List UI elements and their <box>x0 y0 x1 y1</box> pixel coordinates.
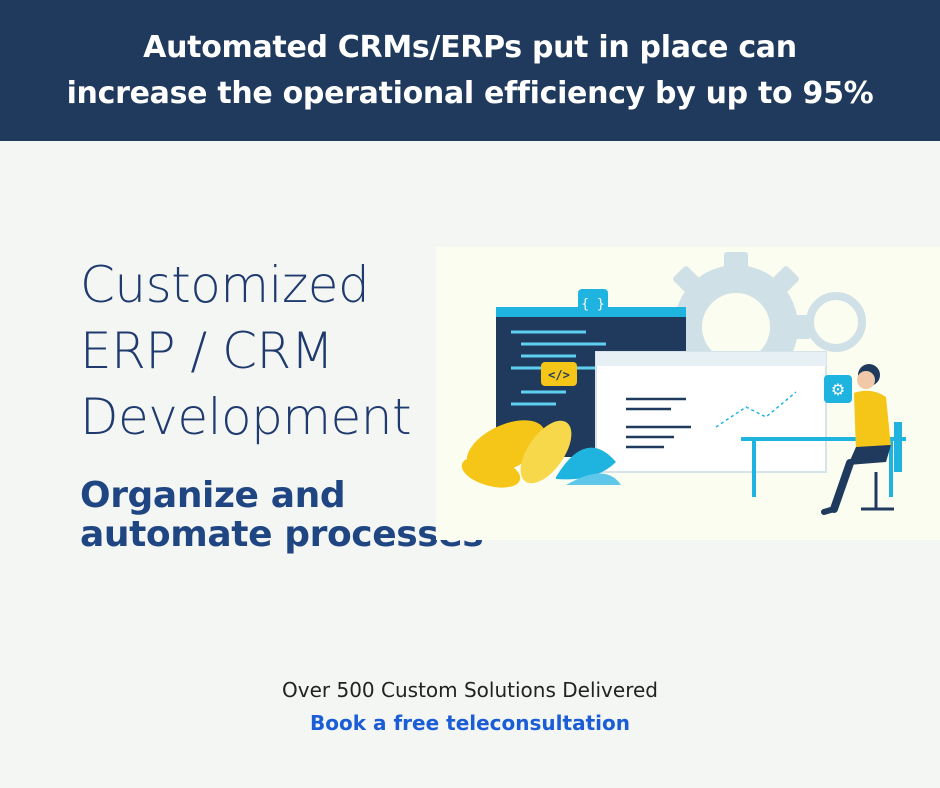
settings-badge-icon <box>824 375 852 403</box>
banner-line-2: increase the operational efficiency by u… <box>66 75 874 111</box>
subtitle-line-2: automate processes <box>80 514 484 555</box>
book-teleconsultation-link[interactable]: Book a free teleconsultation <box>310 711 630 735</box>
tag-badge-icon <box>541 362 577 386</box>
headline-banner: Automated CRMs/ERPs put in place can inc… <box>0 0 940 141</box>
page-subtitle: Organize and automate processes <box>80 475 484 555</box>
title-line-1: Customized <box>80 256 370 314</box>
code-badge-icon <box>578 289 608 317</box>
browser-text-lines <box>626 397 691 449</box>
plant-leaves-icon <box>461 420 621 488</box>
settings-badge-label: ⚙ <box>831 380 845 399</box>
solutions-delivered-text: Over 500 Custom Solutions Delivered <box>282 678 658 702</box>
tag-badge-label: </> <box>548 368 570 382</box>
subtitle-line-1: Organize and <box>80 475 346 516</box>
small-gear-icon <box>806 292 866 352</box>
developer-illustration: { } </> ⚙ <box>436 247 940 540</box>
trend-line <box>715 391 797 428</box>
banner-line-1: Automated CRMs/ERPs put in place can <box>143 29 797 65</box>
title-line-2: ERP / CRM <box>80 322 334 380</box>
title-line-3: Development <box>80 388 412 446</box>
browser-window <box>595 351 827 473</box>
developer-person-icon <box>821 364 902 515</box>
page-title: Customized ERP / CRM Development <box>80 252 412 450</box>
code-badge-label: { } <box>581 297 604 312</box>
